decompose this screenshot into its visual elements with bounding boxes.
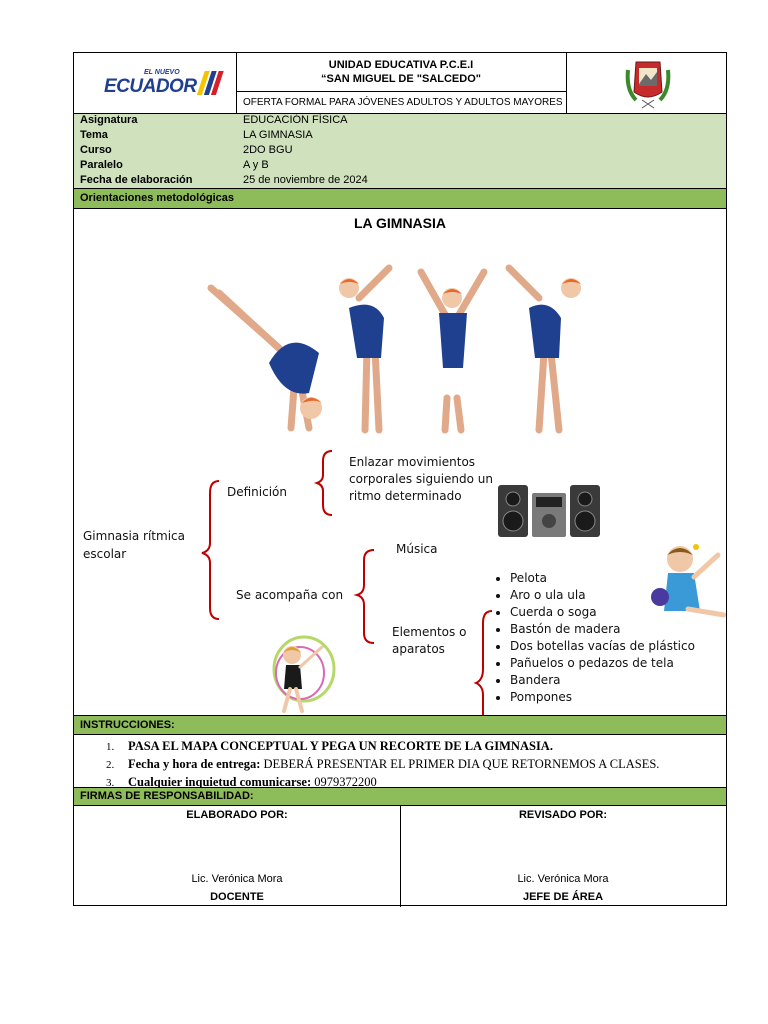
instrucciones-label: INSTRUCCIONES: bbox=[80, 719, 175, 731]
list-item: Pañuelos o pedazos de tela bbox=[510, 655, 695, 672]
firma-elaborado-title: ELABORADO POR: bbox=[186, 809, 288, 821]
school-name-line1: UNIDAD EDUCATIVA P.C.E.I bbox=[328, 59, 474, 71]
concept-map-brackets bbox=[74, 443, 726, 745]
orientaciones-band: Orientaciones metodológicas bbox=[74, 188, 726, 209]
logo-main-text: ECUADOR bbox=[104, 76, 197, 97]
map-musica: Música bbox=[396, 542, 438, 556]
list-item: Bastón de madera bbox=[510, 621, 695, 638]
list-item: Pelota bbox=[510, 570, 695, 587]
orientaciones-label: Orientaciones metodológicas bbox=[80, 192, 235, 204]
info-value-asignatura: EDUCACIÓN FÍSICA bbox=[243, 114, 348, 126]
firma-elaborado-name: Lic. Verónica Mora bbox=[191, 873, 283, 885]
firmas-label: FIRMAS DE RESPONSABILIDAD: bbox=[80, 790, 254, 802]
list-item: Bandera bbox=[510, 672, 695, 689]
ribbon-gymnast-illustration bbox=[260, 633, 342, 715]
info-label-fecha: Fecha de elaboración bbox=[80, 174, 193, 186]
map-elementos-line2: aparatos bbox=[392, 642, 445, 656]
map-definicion-text-3: ritmo determinado bbox=[349, 489, 462, 503]
info-value-paralelo: A y B bbox=[243, 159, 269, 171]
map-definicion: Definición bbox=[227, 485, 287, 499]
school-crest-icon bbox=[622, 56, 674, 110]
firma-elaborado-role: DOCENTE bbox=[210, 891, 264, 903]
info-value-tema: LA GIMNASIA bbox=[243, 129, 313, 141]
logo-small-text: EL NUEVO bbox=[144, 69, 180, 76]
offer-text: OFERTA FORMAL PARA JÓVENES ADULTOS Y ADU… bbox=[243, 97, 563, 108]
info-table: Asignatura EDUCACIÓN FÍSICA Tema LA GIMN… bbox=[74, 114, 726, 188]
document-sheet: EL NUEVO ECUADOR UNIDAD EDUCATIVA P.C.E.… bbox=[73, 52, 727, 907]
map-root-line2: escolar bbox=[83, 547, 127, 561]
list-item: Aro o ula ula bbox=[510, 587, 695, 604]
instrucciones-band: INSTRUCCIONES: bbox=[74, 715, 726, 735]
map-definicion-text-2: corporales siguiendo un bbox=[349, 472, 494, 486]
info-label-curso: Curso bbox=[80, 144, 112, 156]
info-value-curso: 2DO BGU bbox=[243, 144, 293, 156]
list-item: Cuerda o soga bbox=[510, 604, 695, 621]
firma-revisado-title: REVISADO POR: bbox=[518, 809, 607, 821]
stereo-icon bbox=[498, 483, 600, 539]
firmas-band: FIRMAS DE RESPONSABILIDAD: bbox=[74, 787, 726, 806]
instruction-item-1: 1.PASA EL MAPA CONCEPTUAL Y PEGA UN RECO… bbox=[106, 739, 553, 753]
map-definicion-text-1: Enlazar movimientos bbox=[349, 455, 476, 469]
map-acompana: Se acompaña con bbox=[236, 588, 344, 602]
firma-revisado-name: Lic. Verónica Mora bbox=[517, 873, 609, 885]
girl-with-ball-illustration bbox=[648, 543, 727, 623]
instruction-item-3: 3.Cualquier inquietud comunicarse: 09793… bbox=[106, 775, 377, 789]
gymnasts-illustration bbox=[199, 258, 619, 438]
info-label-tema: Tema bbox=[80, 129, 108, 141]
info-value-fecha: 25 de noviembre de 2024 bbox=[243, 174, 368, 186]
info-label-asignatura: Asignatura bbox=[80, 114, 138, 126]
map-root-line1: Gimnasia rítmica bbox=[83, 529, 185, 543]
map-elementos-line1: Elementos o bbox=[392, 625, 467, 639]
instrucciones-list: 1.PASA EL MAPA CONCEPTUAL Y PEGA UN RECO… bbox=[106, 738, 659, 792]
info-label-paralelo: Paralelo bbox=[80, 159, 123, 171]
list-item: Pompones bbox=[510, 689, 695, 706]
list-item: Dos botellas vacías de plástico bbox=[510, 638, 695, 655]
elements-list: Pelota Aro o ula ula Cuerda o soga Bastó… bbox=[494, 570, 695, 706]
content-title: LA GIMNASIA bbox=[353, 215, 447, 231]
ecuador-logo: EL NUEVO ECUADOR bbox=[98, 67, 238, 101]
school-name-line2: “SAN MIGUEL DE "SALCEDO" bbox=[321, 73, 481, 85]
instruction-item-2: 2.Fecha y hora de entrega: DEBERÁ PRESEN… bbox=[106, 757, 660, 771]
firma-revisado-role: JEFE DE ÁREA bbox=[522, 891, 604, 903]
